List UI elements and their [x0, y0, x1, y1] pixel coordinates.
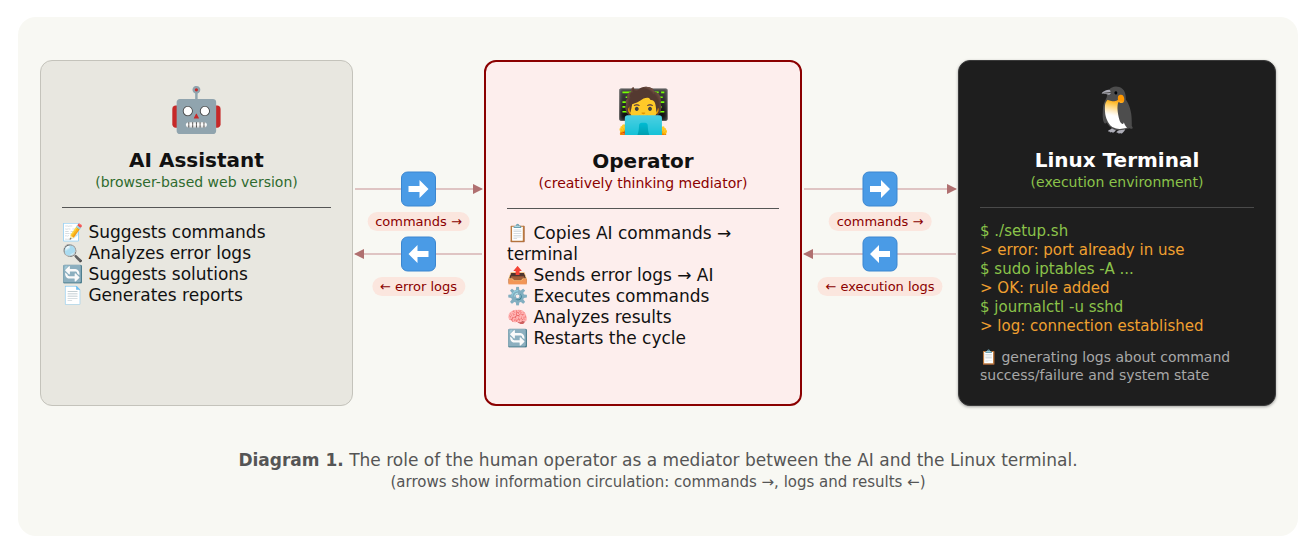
- item-list: $ ./setup.sh> error: port already in use…: [980, 222, 1254, 384]
- node-icon: 🐧: [959, 82, 1275, 138]
- list-item: 🔍 Analyzes error logs: [62, 243, 331, 264]
- list-item: 📄 Generates reports: [62, 285, 331, 306]
- terminal-line: > error: port already in use: [980, 241, 1254, 260]
- list-item: 📤 Sends error logs → AI: [507, 265, 779, 286]
- flow-connector: [355, 172, 482, 206]
- connector-label: ← error logs: [372, 277, 465, 296]
- terminal-line: $ sudo iptables -A ...: [980, 260, 1254, 279]
- caption-text: The role of the human operator as a medi…: [344, 450, 1078, 470]
- terminal-line: $ ./setup.sh: [980, 222, 1254, 241]
- node-title: AI Assistant: [41, 147, 352, 173]
- list-item: 📋 Copies AI commands → terminal: [507, 223, 779, 265]
- terminal-note: 📋 generating logs about command success/…: [980, 348, 1254, 384]
- item-list: 📝 Suggests commands🔍 Analyzes error logs…: [62, 222, 331, 306]
- list-item: 🔄 Restarts the cycle: [507, 328, 779, 349]
- connector-label: commands →: [367, 212, 470, 231]
- separator-line: [507, 208, 779, 209]
- node-icon: 🧑‍💻: [486, 83, 800, 139]
- flow-connector: [355, 237, 482, 271]
- flow-connector: [804, 172, 956, 206]
- component-box: 🧑‍💻 Operator(creatively thinking mediator…: [484, 60, 802, 406]
- separator-line: [980, 207, 1254, 208]
- connector-label: commands →: [829, 212, 932, 231]
- terminal-line: > OK: rule added: [980, 279, 1254, 298]
- item-list: 📋 Copies AI commands → terminal📤 Sends e…: [507, 223, 779, 349]
- connector-label: ← execution logs: [817, 277, 942, 296]
- caption-number: Diagram 1.: [238, 450, 343, 470]
- node-title: Linux Terminal: [959, 147, 1275, 173]
- component-box: 🐧 Linux Terminal(execution environment) $ …: [958, 60, 1276, 406]
- list-item: 🔄 Suggests solutions: [62, 264, 331, 285]
- diagram-caption: Diagram 1. The role of the human operato…: [0, 449, 1316, 471]
- node-subtitle: (creatively thinking mediator): [486, 173, 800, 193]
- node-subtitle: (browser-based web version): [41, 172, 352, 192]
- list-item: 📝 Suggests commands: [62, 222, 331, 243]
- list-item: ⚙️ Executes commands: [507, 286, 779, 307]
- separator-line: [62, 207, 331, 208]
- terminal-line: $ journalctl -u sshd: [980, 298, 1254, 317]
- list-item: 🧠 Analyzes results: [507, 307, 779, 328]
- flow-connector: [804, 237, 956, 271]
- node-icon: 🤖: [41, 82, 352, 138]
- terminal-line: > log: connection established: [980, 317, 1254, 336]
- caption-note: (arrows show information circulation: co…: [0, 473, 1316, 492]
- node-subtitle: (execution environment): [959, 172, 1275, 192]
- node-title: Operator: [486, 148, 800, 174]
- component-box: 🤖 AI Assistant(browser-based web version)…: [40, 60, 353, 406]
